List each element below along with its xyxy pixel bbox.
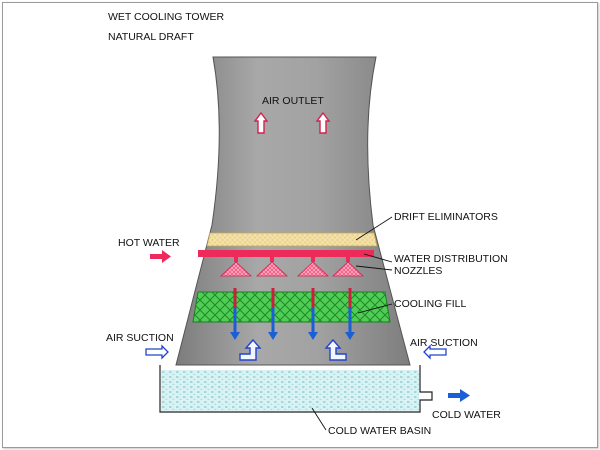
water-flow-line	[230, 288, 240, 340]
leader-nozzles	[355, 265, 393, 271]
label-drift-eliminators: DRIFT ELIMINATORS	[394, 211, 498, 223]
label-cooling-fill: COOLING FILL	[394, 298, 467, 310]
label-water-distribution: WATER DISTRIBUTION	[394, 253, 508, 265]
water-flow-line	[345, 288, 355, 340]
hollow-up-arrow-icon	[253, 111, 269, 134]
hollow-arrow-icon	[145, 344, 169, 360]
nozzle	[219, 261, 253, 277]
water-flow-line	[308, 288, 318, 340]
leader-distribution	[363, 253, 393, 263]
nozzle	[296, 261, 330, 277]
title-line-1: WET COOLING TOWER	[108, 11, 225, 23]
right-arrow-icon	[150, 250, 171, 263]
curved-up-arrow-icon	[239, 338, 262, 361]
leader-drift	[355, 216, 393, 241]
basin-water	[161, 370, 419, 411]
label-nozzles: NOZZLES	[394, 265, 442, 277]
title-line-2: NATURAL DRAFT	[108, 31, 194, 43]
label-cold-water: COLD WATER	[432, 409, 501, 421]
label-hot-water: HOT WATER	[118, 237, 180, 249]
label-air-suction-left: AIR SUCTION	[106, 332, 174, 344]
right-arrow-icon	[448, 389, 470, 402]
nozzle	[255, 261, 289, 277]
curved-up-arrow-icon	[324, 338, 347, 361]
label-cold-water-basin: COLD WATER BASIN	[328, 425, 431, 437]
water-flow-lines	[230, 288, 355, 340]
hollow-arrow-icon	[423, 344, 447, 360]
leader-fill	[357, 303, 393, 314]
nozzle	[331, 261, 365, 277]
label-air-suction-right: AIR SUCTION	[410, 337, 478, 349]
water-flow-line	[268, 288, 278, 340]
distribution-pipe	[198, 250, 374, 257]
hollow-up-arrow-icon	[315, 111, 331, 134]
label-air-outlet: AIR OUTLET	[262, 95, 324, 107]
leader-lines	[311, 216, 393, 431]
nozzle-group	[219, 257, 365, 277]
leader-basin	[311, 407, 327, 431]
basin-wall	[159, 365, 433, 413]
cooling-fill	[192, 291, 391, 323]
drift-eliminators	[206, 232, 378, 247]
